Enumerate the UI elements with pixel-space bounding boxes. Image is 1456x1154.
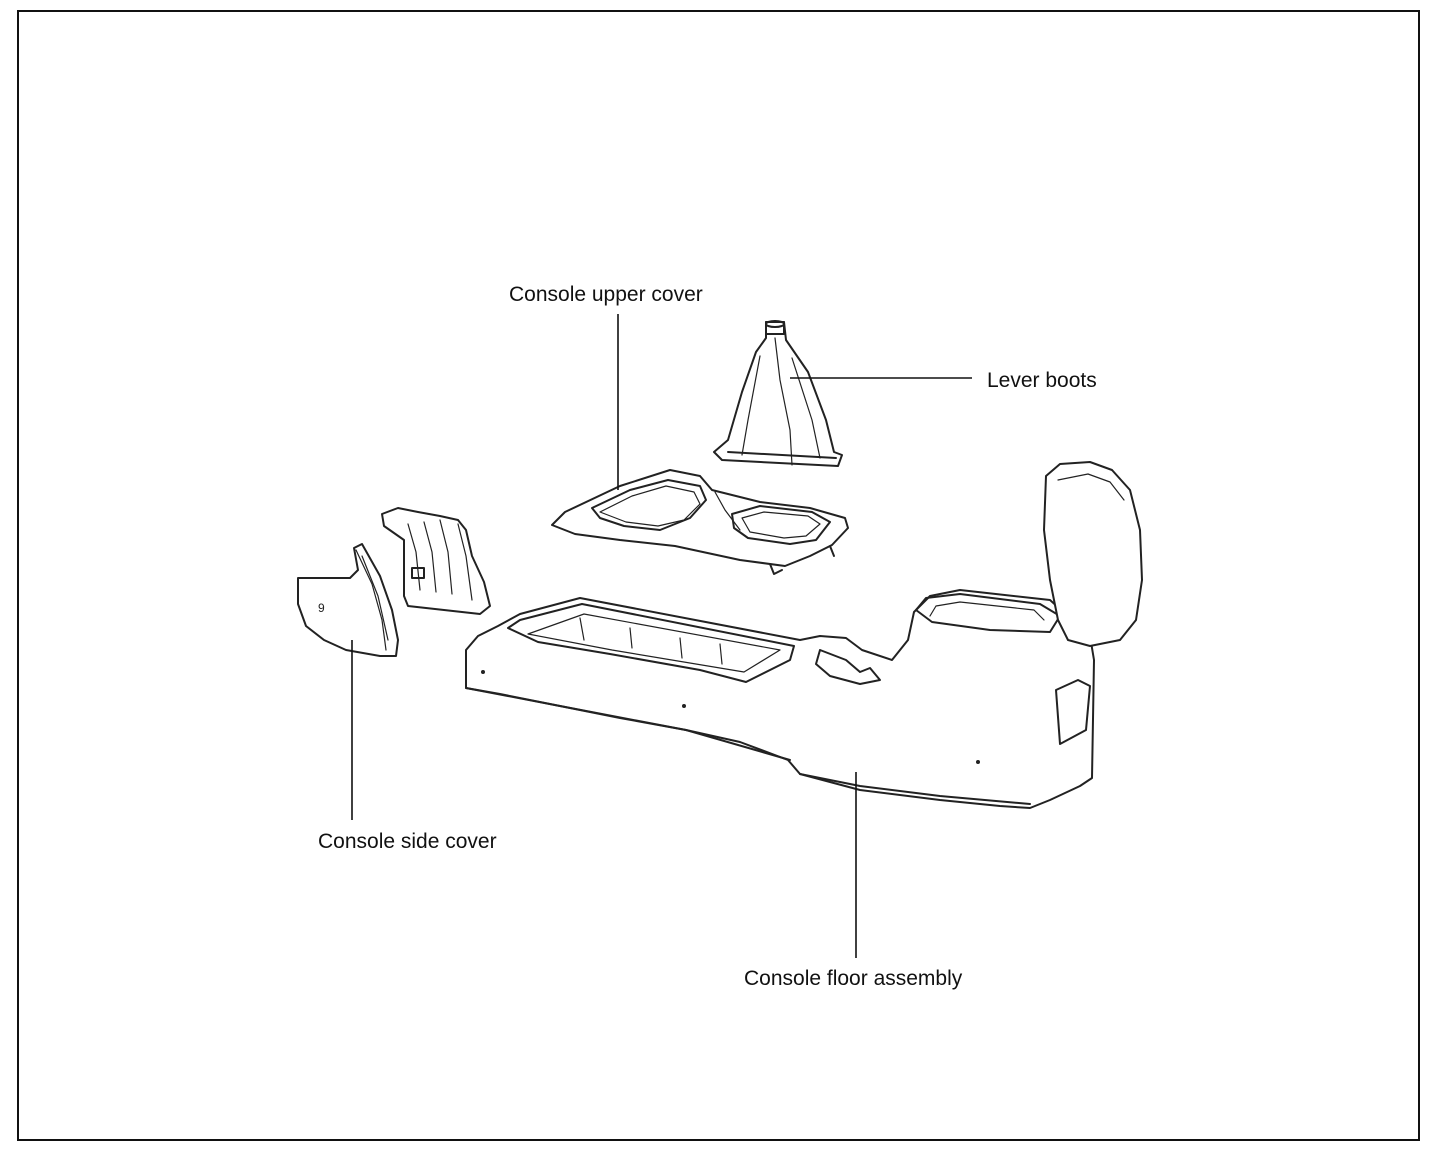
svg-text:9: 9 <box>318 601 325 615</box>
label-console-side-cover: Console side cover <box>318 830 497 853</box>
upper-cover-drawing <box>551 469 849 575</box>
side-cover-back-drawing <box>381 507 491 615</box>
armrest-drawing <box>1043 461 1143 647</box>
lever-boot-drawing <box>713 320 843 467</box>
diagram-frame <box>17 10 1420 1141</box>
floor-assembly-drawing <box>465 589 1095 809</box>
side-cover-drawing: 9 <box>297 543 399 657</box>
label-console-upper-cover: Console upper cover <box>509 283 703 306</box>
label-lever-boots: Lever boots <box>987 369 1097 392</box>
label-console-floor-assembly: Console floor assembly <box>744 967 963 990</box>
